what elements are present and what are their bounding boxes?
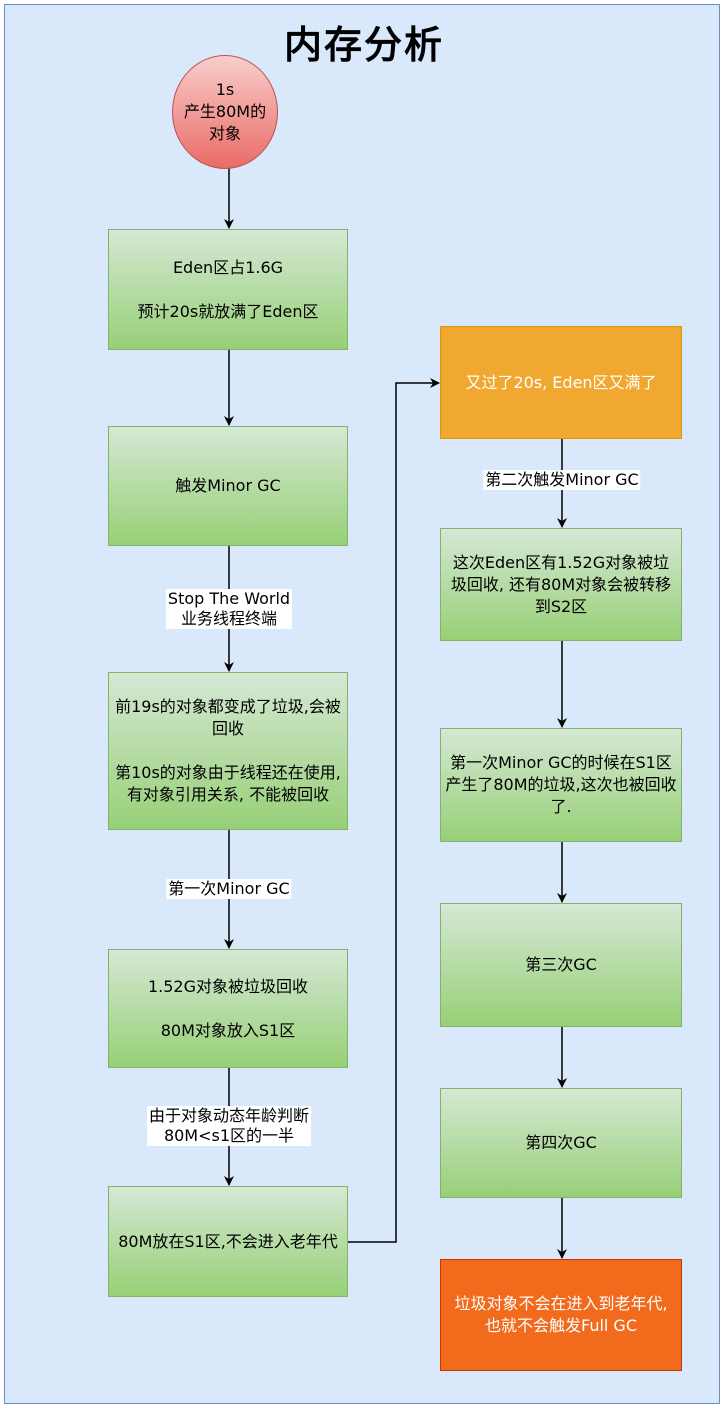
second-collect-node: 这次Eden区有1.52G对象被垃圾回收, 还有80M对象会被转移到S2区 bbox=[440, 528, 682, 641]
final-node: 垃圾对象不会在进入到老年代, 也就不会触发Full GC bbox=[440, 1259, 682, 1371]
edge-label-first-minor-gc: 第一次Minor GC bbox=[166, 879, 292, 899]
garbage-node: 前19s的对象都变成了垃圾,会被回收 第10s的对象由于线程还在使用,有对象引用… bbox=[108, 672, 348, 830]
edge-label-dynamic-age: 由于对象动态年龄判断 80M<s1区的一半 bbox=[146, 1106, 312, 1146]
trigger-minor-gc-node: 触发Minor GC bbox=[108, 426, 348, 546]
arrow-s1-to-again bbox=[348, 378, 440, 1243]
first-collect-node: 1.52G对象被垃圾回收 80M对象放入S1区 bbox=[108, 949, 348, 1068]
start-node: 1s 产生80M的 对象 bbox=[172, 55, 278, 169]
s1-node: 80M放在S1区,不会进入老年代 bbox=[108, 1186, 348, 1297]
edge-label-stop-the-world: Stop The World 业务线程终端 bbox=[165, 589, 293, 629]
third-gc-node: 第三次GC bbox=[440, 903, 682, 1027]
diagram-title: 内存分析 bbox=[283, 23, 444, 67]
eden-full-again-node: 又过了20s, Eden区又满了 bbox=[440, 326, 682, 439]
fourth-gc-node: 第四次GC bbox=[440, 1088, 682, 1198]
s1-garbage-node: 第一次Minor GC的时候在S1区产生了80M的垃圾,这次也被回收了. bbox=[440, 728, 682, 842]
eden-node: Eden区占1.6G 预计20s就放满了Eden区 bbox=[108, 229, 348, 350]
edge-label-second-minor-gc: 第二次触发Minor GC bbox=[483, 470, 641, 490]
